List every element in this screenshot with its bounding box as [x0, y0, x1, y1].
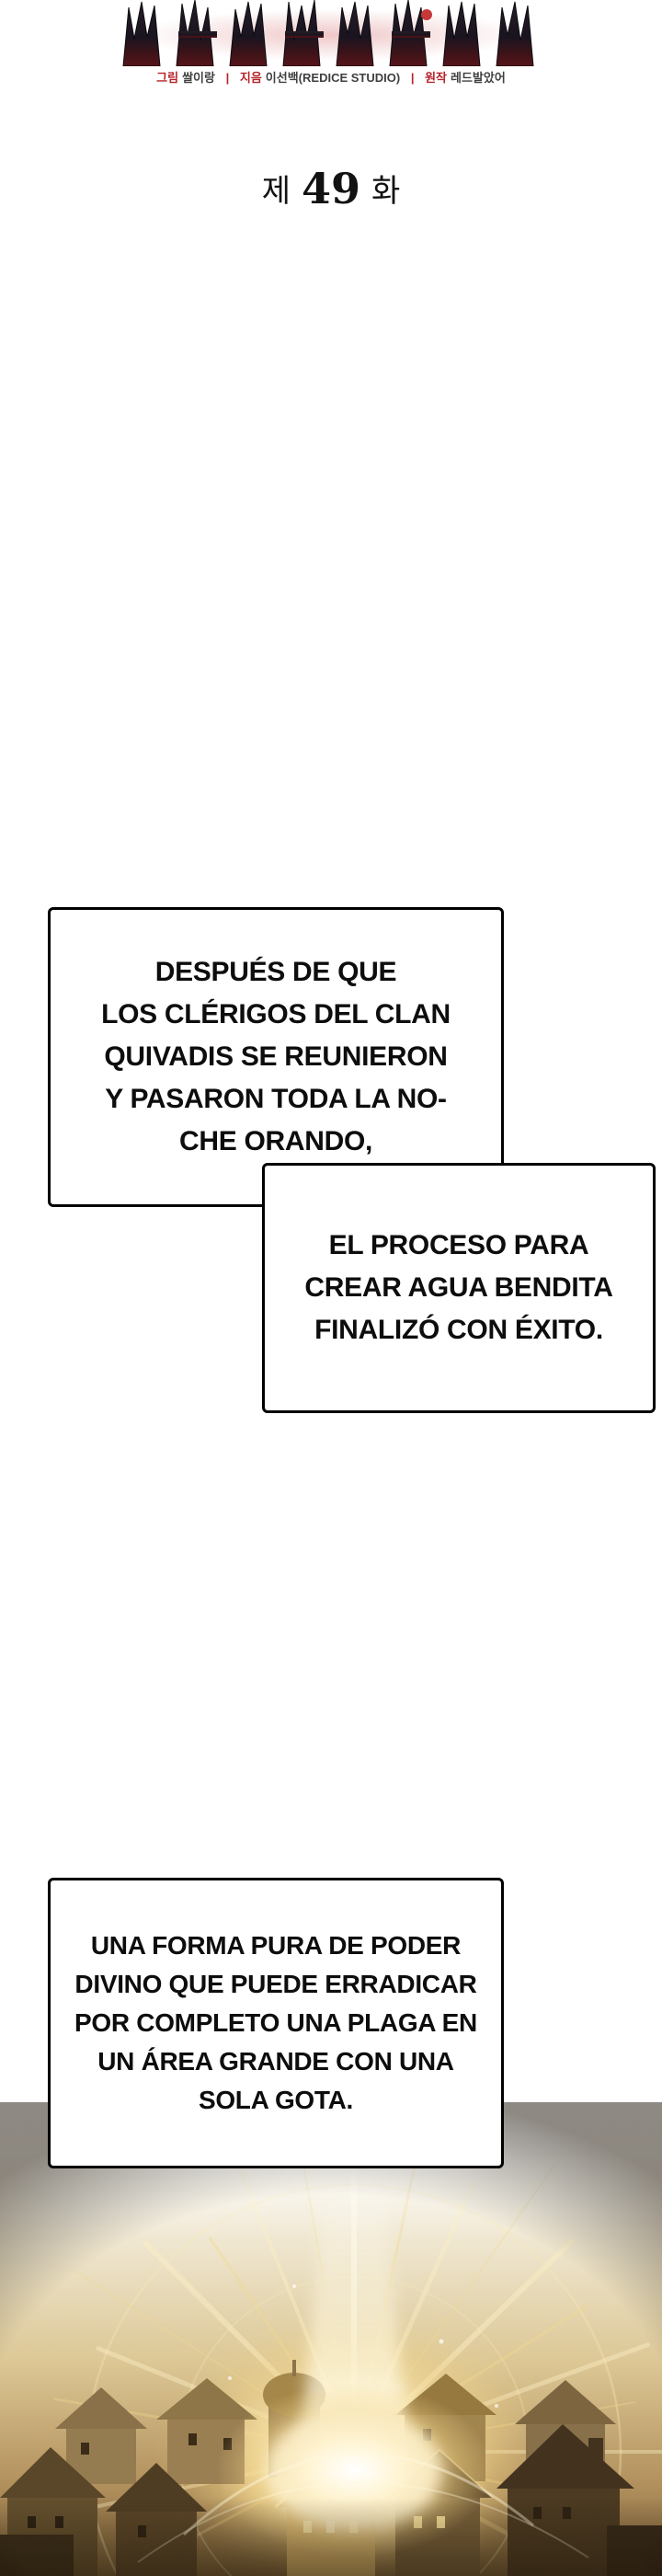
- narration-text-1: DESPUÉS DE QUE LOS CLÉRIGOS DEL CLAN QUI…: [101, 957, 451, 1156]
- credit-name-art: 쌀이랑: [182, 71, 215, 85]
- narration-box-1: DESPUÉS DE QUE LOS CLÉRIGOS DEL CLAN QUI…: [48, 907, 504, 1207]
- credit-role-original: 원작: [425, 71, 447, 85]
- credit-name-original: 레드발았어: [451, 71, 506, 85]
- credit-separator: |: [410, 71, 415, 85]
- narration-box-3: UNA FORMA PURA DE PODER DIVINO QUE PUEDE…: [48, 1878, 504, 2168]
- narration-box-2: EL PROCESO PARA CREAR AGUA BENDITA FINAL…: [262, 1163, 656, 1413]
- series-logo-graphic: [122, 0, 534, 67]
- credit-role-art: 그림: [156, 71, 179, 85]
- credit-separator: |: [225, 71, 230, 85]
- narration-text-2: EL PROCESO PARA CREAR AGUA BENDITA FINAL…: [304, 1230, 613, 1345]
- series-logo: [120, 0, 542, 67]
- episode-number: 49: [301, 164, 360, 213]
- village-light-art: [0, 2081, 662, 2576]
- narration-text-3: UNA FORMA PURA DE PODER DIVINO QUE PUEDE…: [74, 1931, 477, 2114]
- credit-name-studio: 이선백(REDICE STUDIO): [265, 71, 401, 85]
- village-light-illustration: [0, 2081, 662, 2576]
- credit-role-adapt: 지음: [239, 71, 262, 85]
- episode-prefix: 제: [261, 174, 291, 209]
- episode-title: 제 49 화: [0, 164, 662, 213]
- episode-suffix: 화: [371, 174, 401, 209]
